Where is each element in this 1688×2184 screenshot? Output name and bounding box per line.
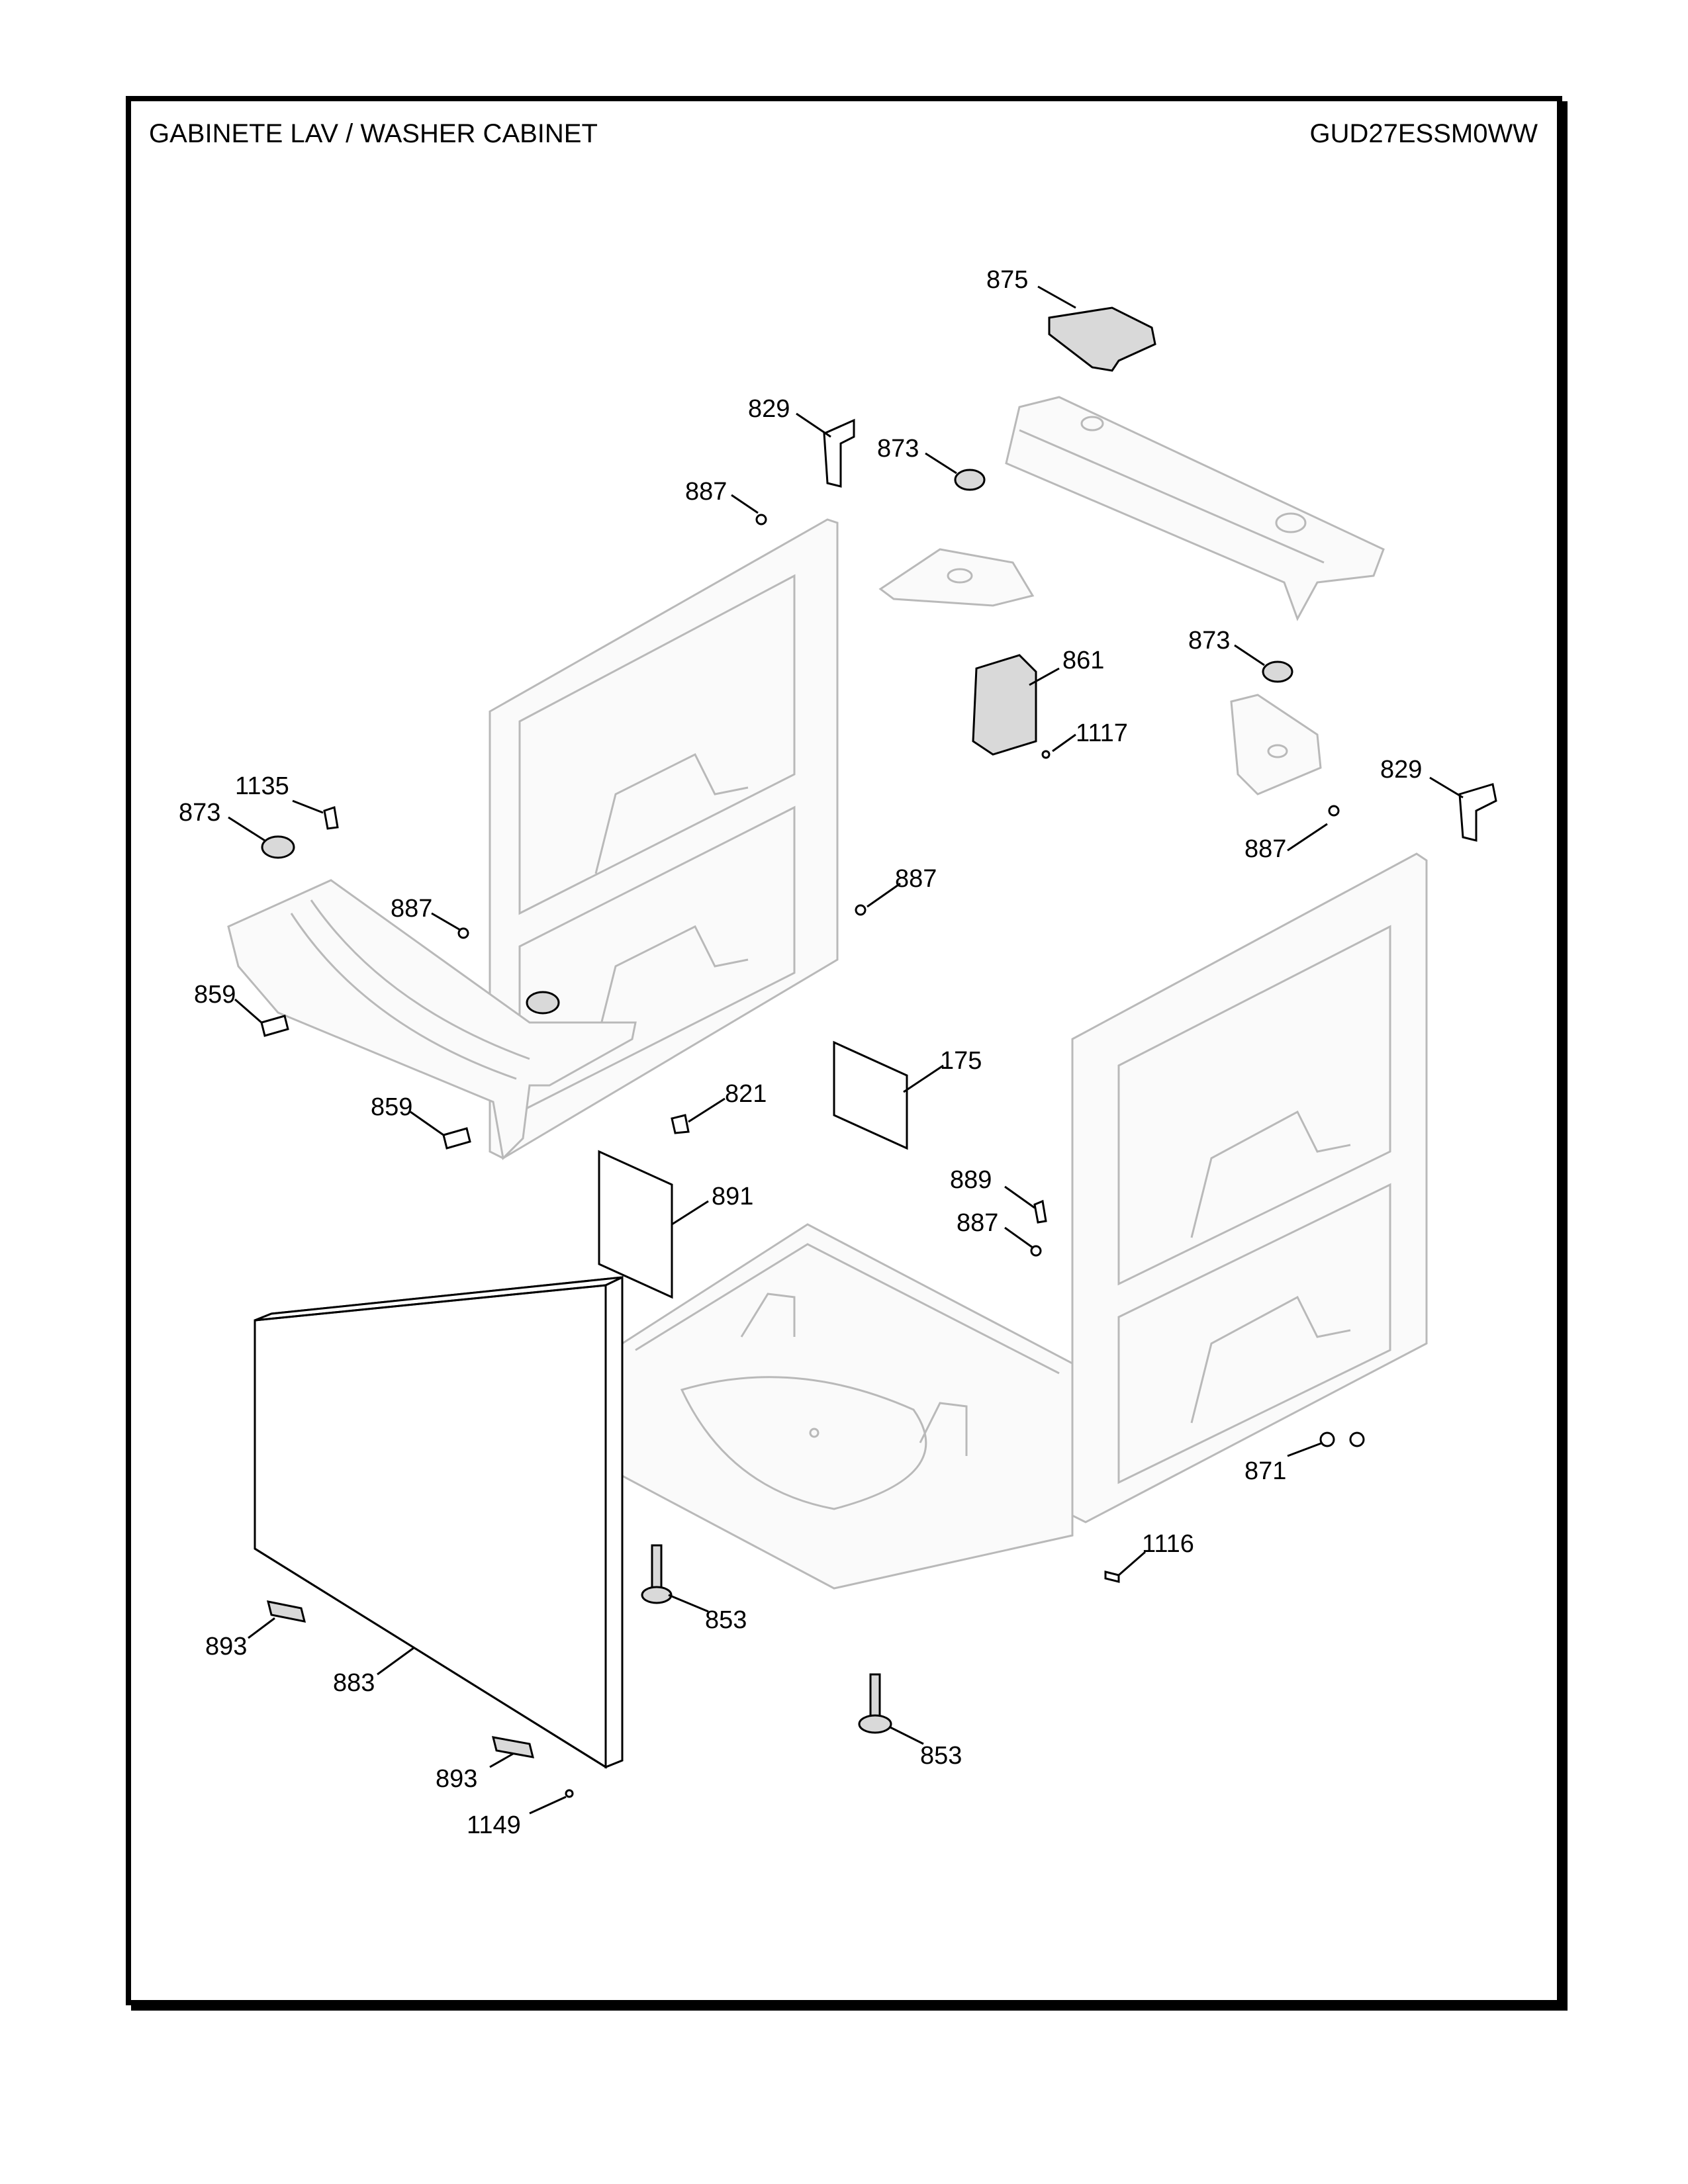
- grommet-3: [261, 835, 295, 859]
- grommet-4: [526, 991, 560, 1015]
- callout-883: 883: [333, 1669, 375, 1697]
- callout-859-a: 859: [194, 981, 236, 1009]
- mounting-plate-left: [878, 548, 1035, 607]
- callouts: 875 829 873 887 861 873 1117 829 887 113…: [179, 266, 1422, 1839]
- nut-2: [1349, 1432, 1365, 1447]
- callout-175: 175: [940, 1047, 982, 1075]
- leveling-foot-1: [641, 1544, 673, 1604]
- top-rear-frame: [1005, 396, 1385, 621]
- callout-1149: 1149: [467, 1811, 521, 1839]
- clip-889: [1033, 1199, 1047, 1224]
- callout-893-b: 893: [436, 1765, 477, 1793]
- front-panel: [254, 1275, 624, 1769]
- screw-1116: [1104, 1570, 1120, 1583]
- callout-887-c: 887: [391, 895, 432, 923]
- screw-1: [755, 514, 767, 525]
- grommet-1: [954, 469, 986, 491]
- screw-5: [1030, 1245, 1042, 1257]
- clip-821: [671, 1114, 690, 1134]
- diagram-border: [126, 96, 1562, 2005]
- callout-889: 889: [950, 1166, 992, 1194]
- cabinet-base: [621, 1223, 1074, 1590]
- hinge-2: [491, 1736, 535, 1758]
- leveling-foot-2: [858, 1673, 892, 1734]
- callout-829-b: 829: [1380, 756, 1422, 784]
- corner-bracket-left: [823, 418, 855, 488]
- callout-861: 861: [1062, 647, 1104, 674]
- callout-875: 875: [986, 266, 1028, 294]
- callout-859-b: 859: [371, 1093, 412, 1121]
- callout-873-a: 873: [877, 435, 919, 463]
- callout-829-a: 829: [748, 395, 790, 423]
- left-side-panel: [489, 518, 839, 1160]
- screw-4: [855, 904, 867, 916]
- nut-1: [1319, 1432, 1335, 1447]
- callout-853-b: 853: [920, 1742, 962, 1770]
- right-side-panel: [1071, 852, 1428, 1524]
- callout-1135: 1135: [235, 772, 289, 800]
- leader-lines: [228, 285, 1464, 1815]
- callout-887-b: 887: [1244, 835, 1286, 863]
- front-top-frame: [227, 879, 637, 1161]
- callout-887-d: 887: [895, 865, 937, 893]
- callout-821: 821: [725, 1080, 767, 1108]
- model-number: GUD27ESSM0WW: [1309, 119, 1538, 148]
- callout-873-b: 873: [1188, 627, 1230, 655]
- diagram-title: GABINETE LAV / WASHER CABINET: [149, 119, 598, 148]
- callout-893-a: 893: [205, 1633, 247, 1661]
- screw-2: [1328, 805, 1340, 817]
- hinge-1: [266, 1600, 306, 1623]
- vent-duct: [972, 654, 1037, 756]
- corner-bracket-right: [1458, 783, 1497, 842]
- screw-3: [457, 927, 469, 939]
- screw-1117: [1041, 750, 1051, 759]
- label-sheet: [598, 1150, 673, 1299]
- callout-871: 871: [1244, 1457, 1286, 1485]
- access-panel: [833, 1040, 908, 1150]
- callout-873-c: 873: [179, 799, 220, 827]
- callout-853-a: 853: [705, 1606, 747, 1634]
- callout-1116: 1116: [1142, 1530, 1194, 1558]
- clip-2: [442, 1127, 471, 1150]
- screw-1149: [565, 1789, 574, 1798]
- callout-887-a: 887: [685, 478, 727, 506]
- grommet-2: [1262, 660, 1293, 683]
- callout-887-e: 887: [957, 1209, 998, 1237]
- top-bracket: [1048, 306, 1156, 372]
- clip-1: [260, 1015, 289, 1037]
- callout-891: 891: [712, 1183, 753, 1210]
- clip-1135: [323, 806, 339, 830]
- callout-1117: 1117: [1076, 719, 1128, 747]
